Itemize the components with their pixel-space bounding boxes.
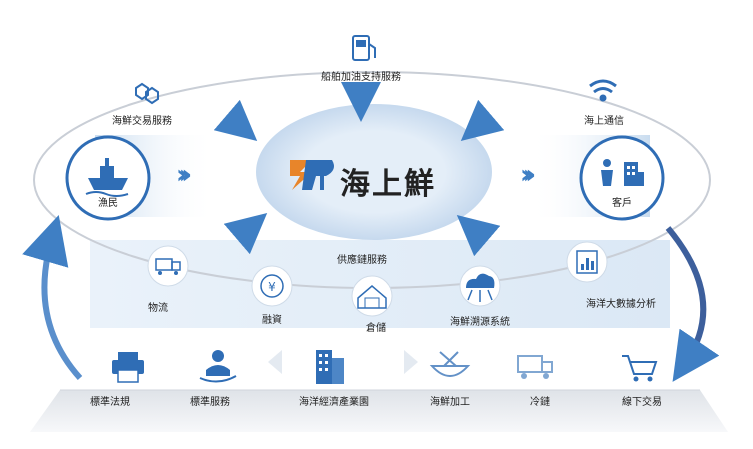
finance-label: 融資 [262,315,282,326]
logistics-label: 物流 [148,303,168,314]
standard-services-label: 標準服務 [190,397,230,408]
supply-arrow-left [223,212,268,255]
printer-icon [112,352,144,383]
industry-park-label: 海洋經濟產業園 [299,397,369,408]
brand-logo-icon [290,160,334,190]
trading-label: 海鮮交易服務 [112,116,172,127]
standards-label: 標準法規 [90,397,130,408]
trading-arrow [213,99,258,142]
ship-icon [85,158,129,197]
supply-chain-label: 供應鏈服務 [337,255,387,266]
communication-label: 海上通信 [584,116,624,127]
hub-to-customers-chevrons: ››› [520,160,536,190]
svg-text:¥: ¥ [268,280,276,294]
traceability-label: 海鮮溯源系統 [450,317,510,328]
fishermen-label: 漁民 [98,198,118,209]
bottom-chevron-left [268,350,282,374]
finance-icon [251,265,293,307]
cold-chain-label: 冷鏈 [530,397,550,408]
cold-truck-icon [517,355,553,379]
warehousing-label: 倉儲 [366,323,386,334]
cart-icon [622,355,658,382]
offline-trading-label: 線下交易 [622,397,662,408]
communication-arrow [460,99,505,142]
service-hand-icon [199,350,237,383]
big-data-label: 海洋大數據分析 [586,299,656,310]
logistics-icon [147,245,189,287]
industry-platform [30,390,728,432]
fueling-label: 船舶加油支持服務 [321,72,401,83]
loop-arrow-right [665,226,720,382]
bottom-chevron-right [404,350,418,374]
fuel-pump-icon [352,35,376,61]
center-hub [256,104,492,240]
building-icon [316,350,344,384]
processing-label: 海鮮加工 [430,397,470,408]
trading-icon [135,82,159,105]
wifi-icon [589,79,617,102]
customer-icon [601,159,644,186]
customers-label: 客戶 [612,198,632,209]
fishermen-to-hub-chevrons: ››› [176,160,192,190]
loop-arrow-left [22,214,83,381]
seafood-bowl-icon [429,351,471,377]
customers-node [579,135,665,221]
warehouse-icon [351,275,393,317]
supply-arrow-right [456,214,501,257]
brand-name: 海上鮮 [340,167,436,202]
